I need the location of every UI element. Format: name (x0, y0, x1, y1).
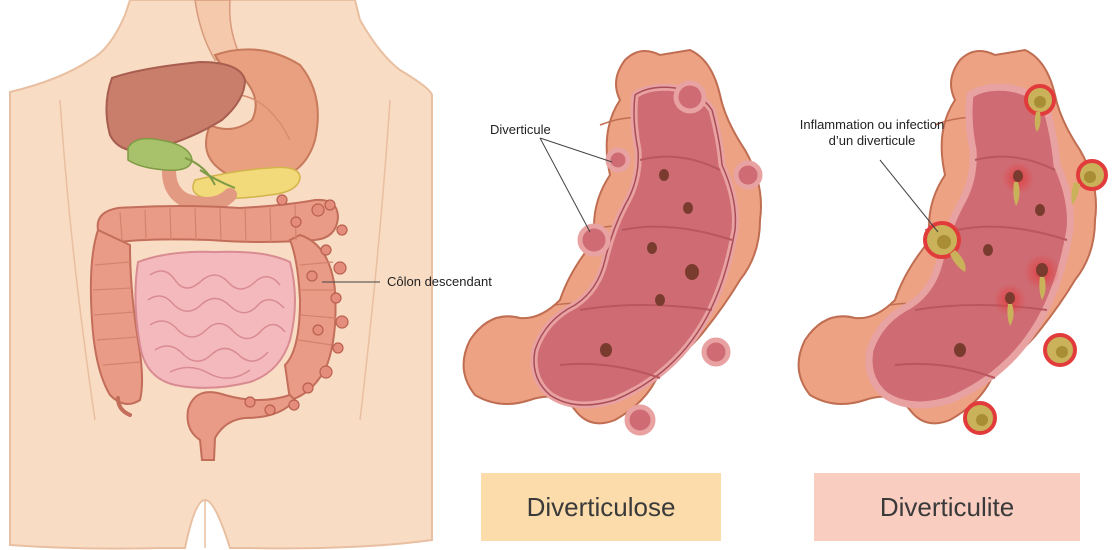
diverticulosis-colon (464, 50, 761, 433)
panel-diverticulose-title: Diverticulose (527, 492, 676, 523)
diverticulitis-colon (799, 50, 1106, 433)
label-inflammation: Inflammation ou infection d’un diverticu… (772, 117, 972, 149)
label-inflammation-line2: d’un diverticule (772, 133, 972, 149)
label-inflammation-line1: Inflammation ou infection (772, 117, 972, 133)
panel-diverticulite-title: Diverticulite (880, 492, 1014, 523)
panel-diverticulite: Diverticulite (814, 473, 1080, 541)
inflammation-callout-line (880, 160, 938, 232)
small-intestine (135, 252, 295, 388)
label-diverticule: Diverticule (490, 122, 551, 138)
label-colon-descendant: Côlon descendant (387, 274, 492, 290)
panel-diverticulose: Diverticulose (481, 473, 721, 541)
abdomen-figure (10, 0, 432, 549)
